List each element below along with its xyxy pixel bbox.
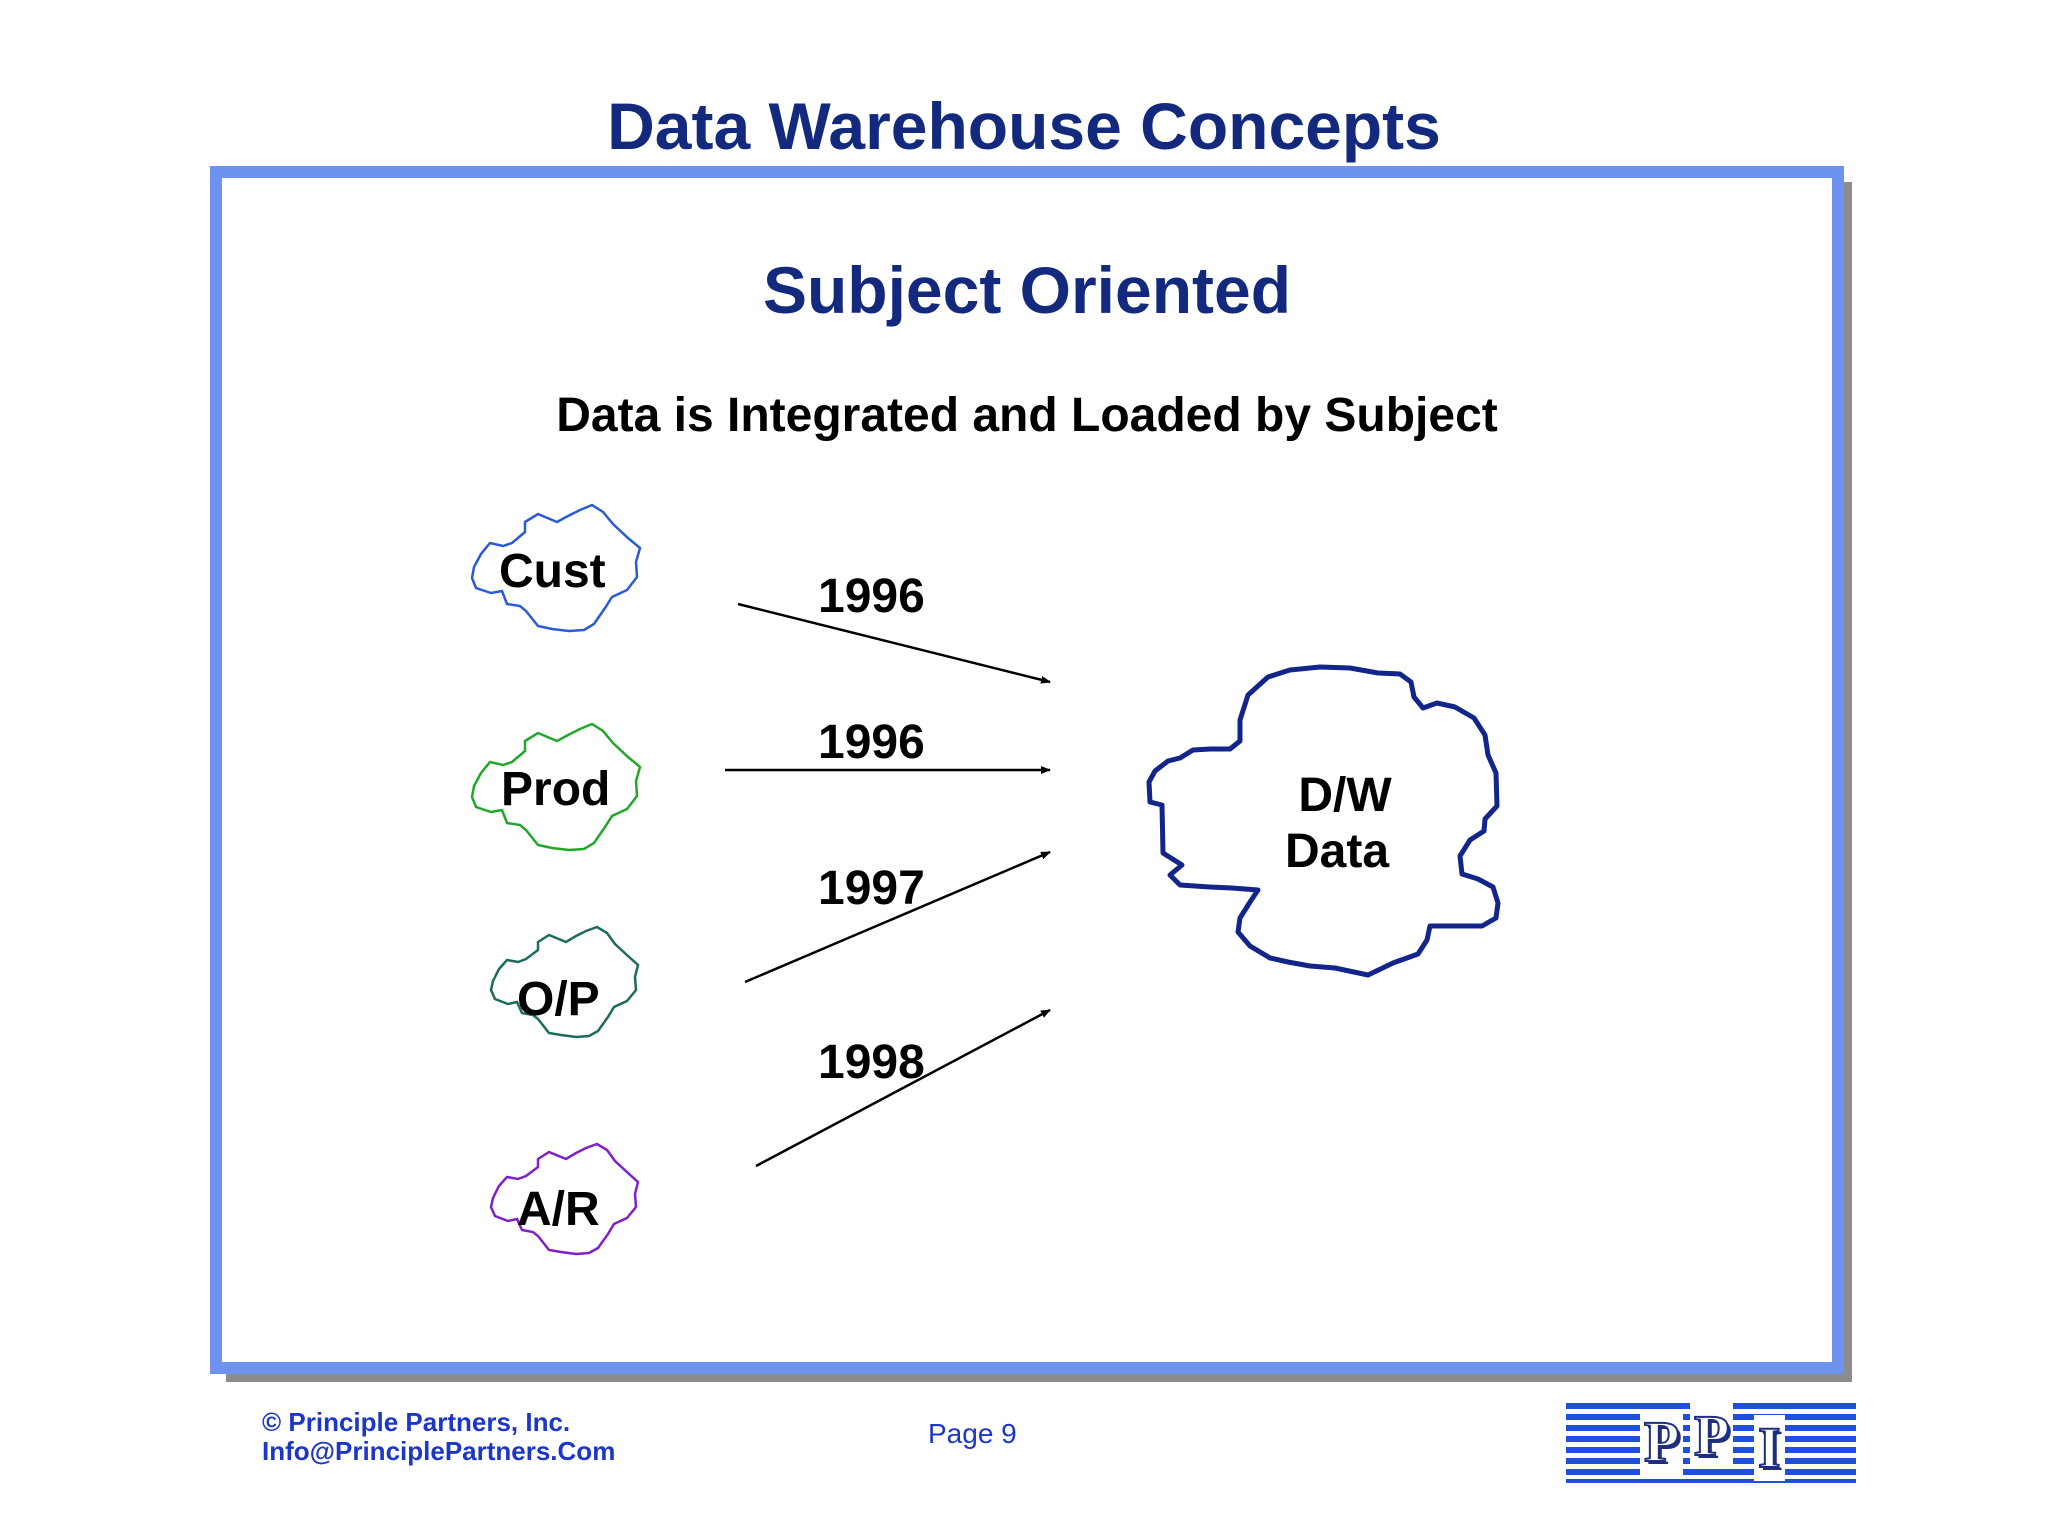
flow-arrow-4 [755,1008,1051,1168]
logo-letter: I [1754,1414,1785,1481]
footer-copyright: © Principle Partners, Inc. [262,1407,571,1437]
flow-arrow-1 [737,602,1051,684]
slide-caption: Data is Integrated and Loaded by Subject [556,389,1498,442]
source-cloud-ar [489,1142,640,1256]
source-cloud-op [489,925,640,1039]
dw-label-line1: D/W [1298,769,1392,822]
dw-label-line2: Data [1284,825,1390,878]
logo-letter: P [1640,1408,1684,1475]
source-label-ar: A/R [517,1183,600,1236]
ppi-logo: P P I [1566,1402,1856,1483]
slide-subtitle: Subject Oriented [762,253,1292,327]
year-label-3: 1997 [818,862,925,915]
page-title: Data Warehouse Concepts [607,89,1441,163]
source-label-op: O/P [517,973,600,1026]
year-label-2: 1996 [818,716,925,769]
logo-stripe [1566,1469,1856,1475]
footer-email: Info@PrinciplePartners.Com [262,1436,616,1466]
source-label-cust: Cust [499,545,606,598]
year-label-1: 1996 [818,570,925,623]
footer-credits: © Principle Partners, Inc. Info@Principl… [262,1408,615,1466]
source-label-prod: Prod [501,763,611,816]
source-cloud-prod [470,722,642,852]
dw-data-cloud [1146,664,1501,978]
year-label-4: 1998 [818,1036,925,1089]
flow-arrow-3 [744,850,1051,984]
logo-letter: P [1690,1402,1734,1469]
source-cloud-cust [470,503,642,633]
logo-stripe [1566,1479,1856,1483]
page-number: Page 9 [928,1418,1017,1449]
